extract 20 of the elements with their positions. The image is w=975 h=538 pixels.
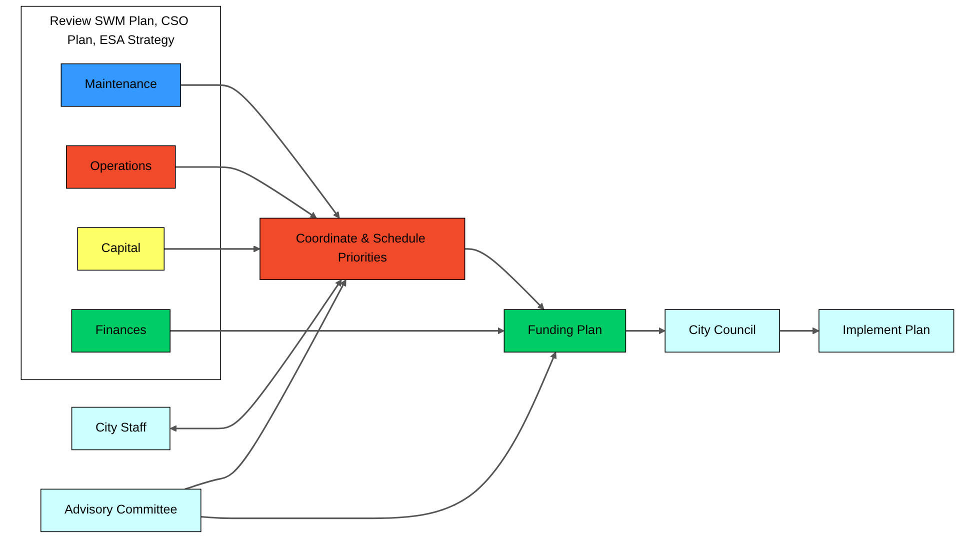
node-box: Finances [71,309,170,352]
node-box: Advisory Committee [40,488,202,532]
node-box: Operations [66,145,176,189]
arrow [200,352,557,520]
node-box: City Council [664,309,780,352]
arrow [780,327,820,334]
arrow [626,327,666,334]
arrow [464,248,544,310]
node-box: City Staff [71,406,170,450]
node-box: Maintenance [60,63,181,107]
arrow [180,84,340,218]
arrow [175,166,317,218]
node-box: Coordinate & Schedule Priorities [260,218,466,280]
arrow [170,327,504,334]
arrow [170,279,342,432]
arrow [184,279,346,490]
node-box: Implement Plan [818,309,954,352]
arrow [164,245,260,252]
node-box: Funding Plan [504,309,626,352]
node-box: Capital [77,227,165,271]
